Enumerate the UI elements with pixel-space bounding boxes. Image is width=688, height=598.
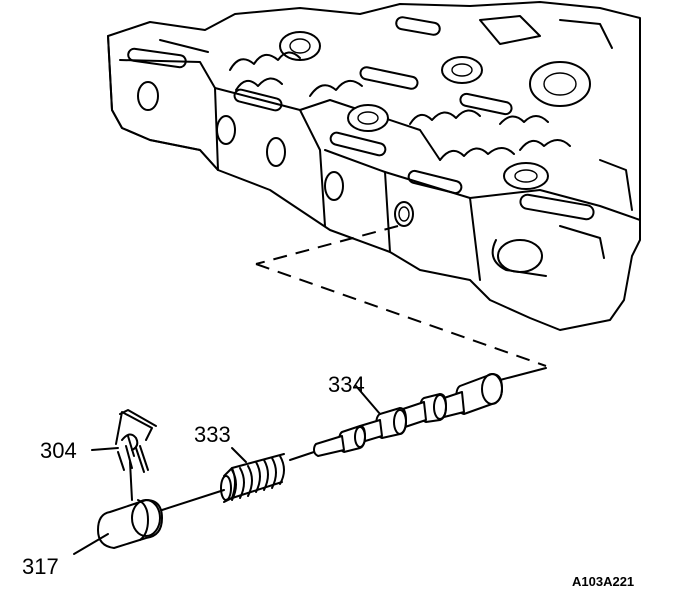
callout-334: 334 (328, 372, 365, 397)
callout-333: 333 (194, 422, 231, 447)
bore-plug-317 (73, 489, 225, 555)
spool-lands-upper (229, 51, 571, 161)
valve-body-casting (107, 1, 641, 331)
assembly-path-dashed (255, 225, 547, 367)
valve-spool-334 (313, 367, 547, 457)
figure-code: A103A221 (572, 574, 634, 589)
retainer-clip-304 (91, 409, 157, 501)
callout-304: 304 (40, 438, 77, 463)
callout-317: 317 (22, 554, 59, 579)
spring-333 (220, 447, 315, 503)
